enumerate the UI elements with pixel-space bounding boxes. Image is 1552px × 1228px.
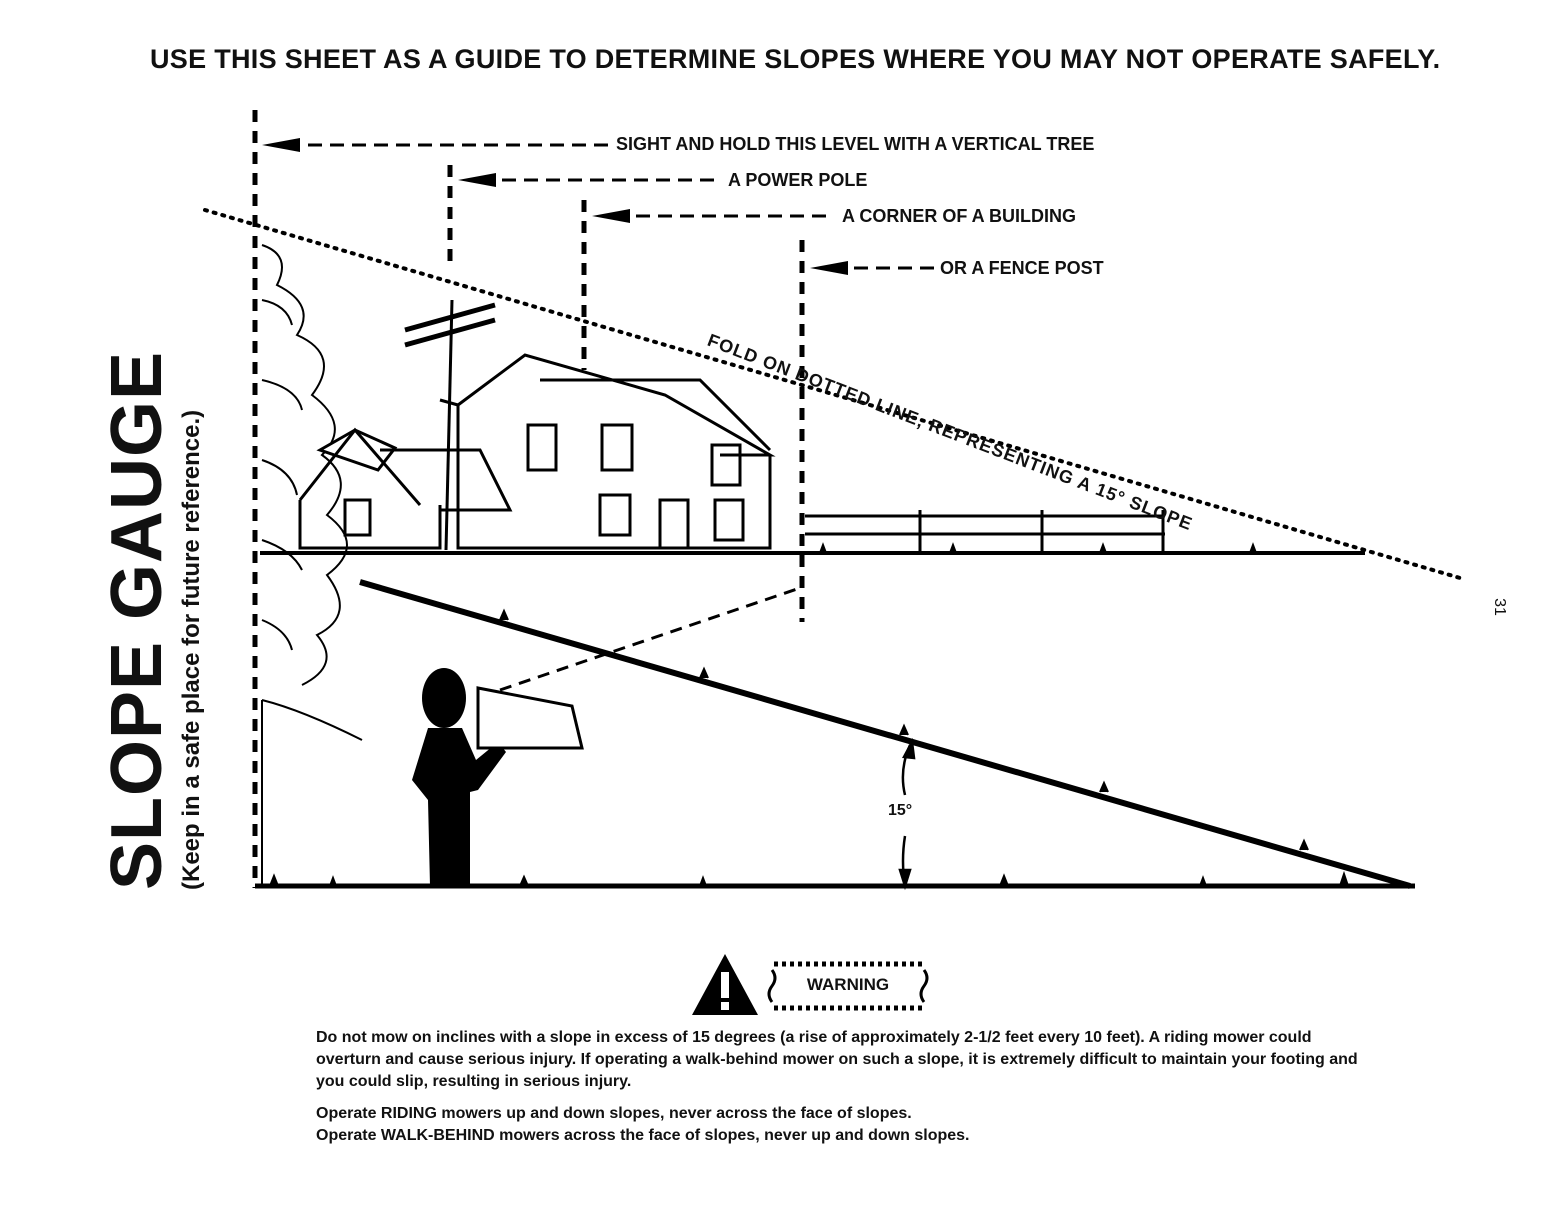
grass-texture bbox=[269, 542, 1349, 887]
tree-callout: SIGHT AND HOLD THIS LEVEL WITH A VERTICA… bbox=[616, 134, 1095, 154]
fold-dotted-line bbox=[203, 208, 1462, 580]
warning-text: Do not mow on inclines with a slope in e… bbox=[316, 1027, 1376, 1147]
warning-label: WARNING bbox=[806, 975, 890, 994]
tree-drawing bbox=[261, 244, 363, 886]
pole-callout-arrow bbox=[458, 173, 718, 187]
riding-instruction: Operate RIDING mowers up and down slopes… bbox=[316, 1105, 912, 1122]
page-number: 31 bbox=[1490, 598, 1508, 616]
building-callout-arrow bbox=[592, 209, 832, 223]
sight-dashed-line bbox=[499, 586, 801, 692]
building-callout: A CORNER OF A BUILDING bbox=[842, 206, 1076, 226]
page-heading: USE THIS SHEET AS A GUIDE TO DETERMINE S… bbox=[150, 44, 1441, 74]
angle-label: 15° bbox=[888, 802, 913, 819]
gauge-sheet bbox=[476, 686, 584, 750]
person-silhouette bbox=[412, 668, 506, 886]
fence-drawing bbox=[805, 510, 1165, 552]
angle-marker bbox=[898, 737, 916, 891]
fence-callout-arrow bbox=[810, 261, 934, 275]
pole-callout: A POWER POLE bbox=[728, 170, 868, 190]
power-pole-drawing bbox=[404, 299, 496, 551]
warning-triangle-icon bbox=[692, 954, 758, 1015]
slope-line bbox=[359, 579, 1411, 889]
warning-frame bbox=[767, 961, 929, 1011]
walk-behind-instruction: Operate WALK-BEHIND mowers across the fa… bbox=[316, 1127, 970, 1144]
fence-callout: OR A FENCE POST bbox=[940, 258, 1104, 278]
warning-paragraph: Do not mow on inclines with a slope in e… bbox=[316, 1029, 1358, 1090]
house-drawing bbox=[298, 353, 776, 550]
tree-callout-arrow bbox=[262, 138, 608, 152]
